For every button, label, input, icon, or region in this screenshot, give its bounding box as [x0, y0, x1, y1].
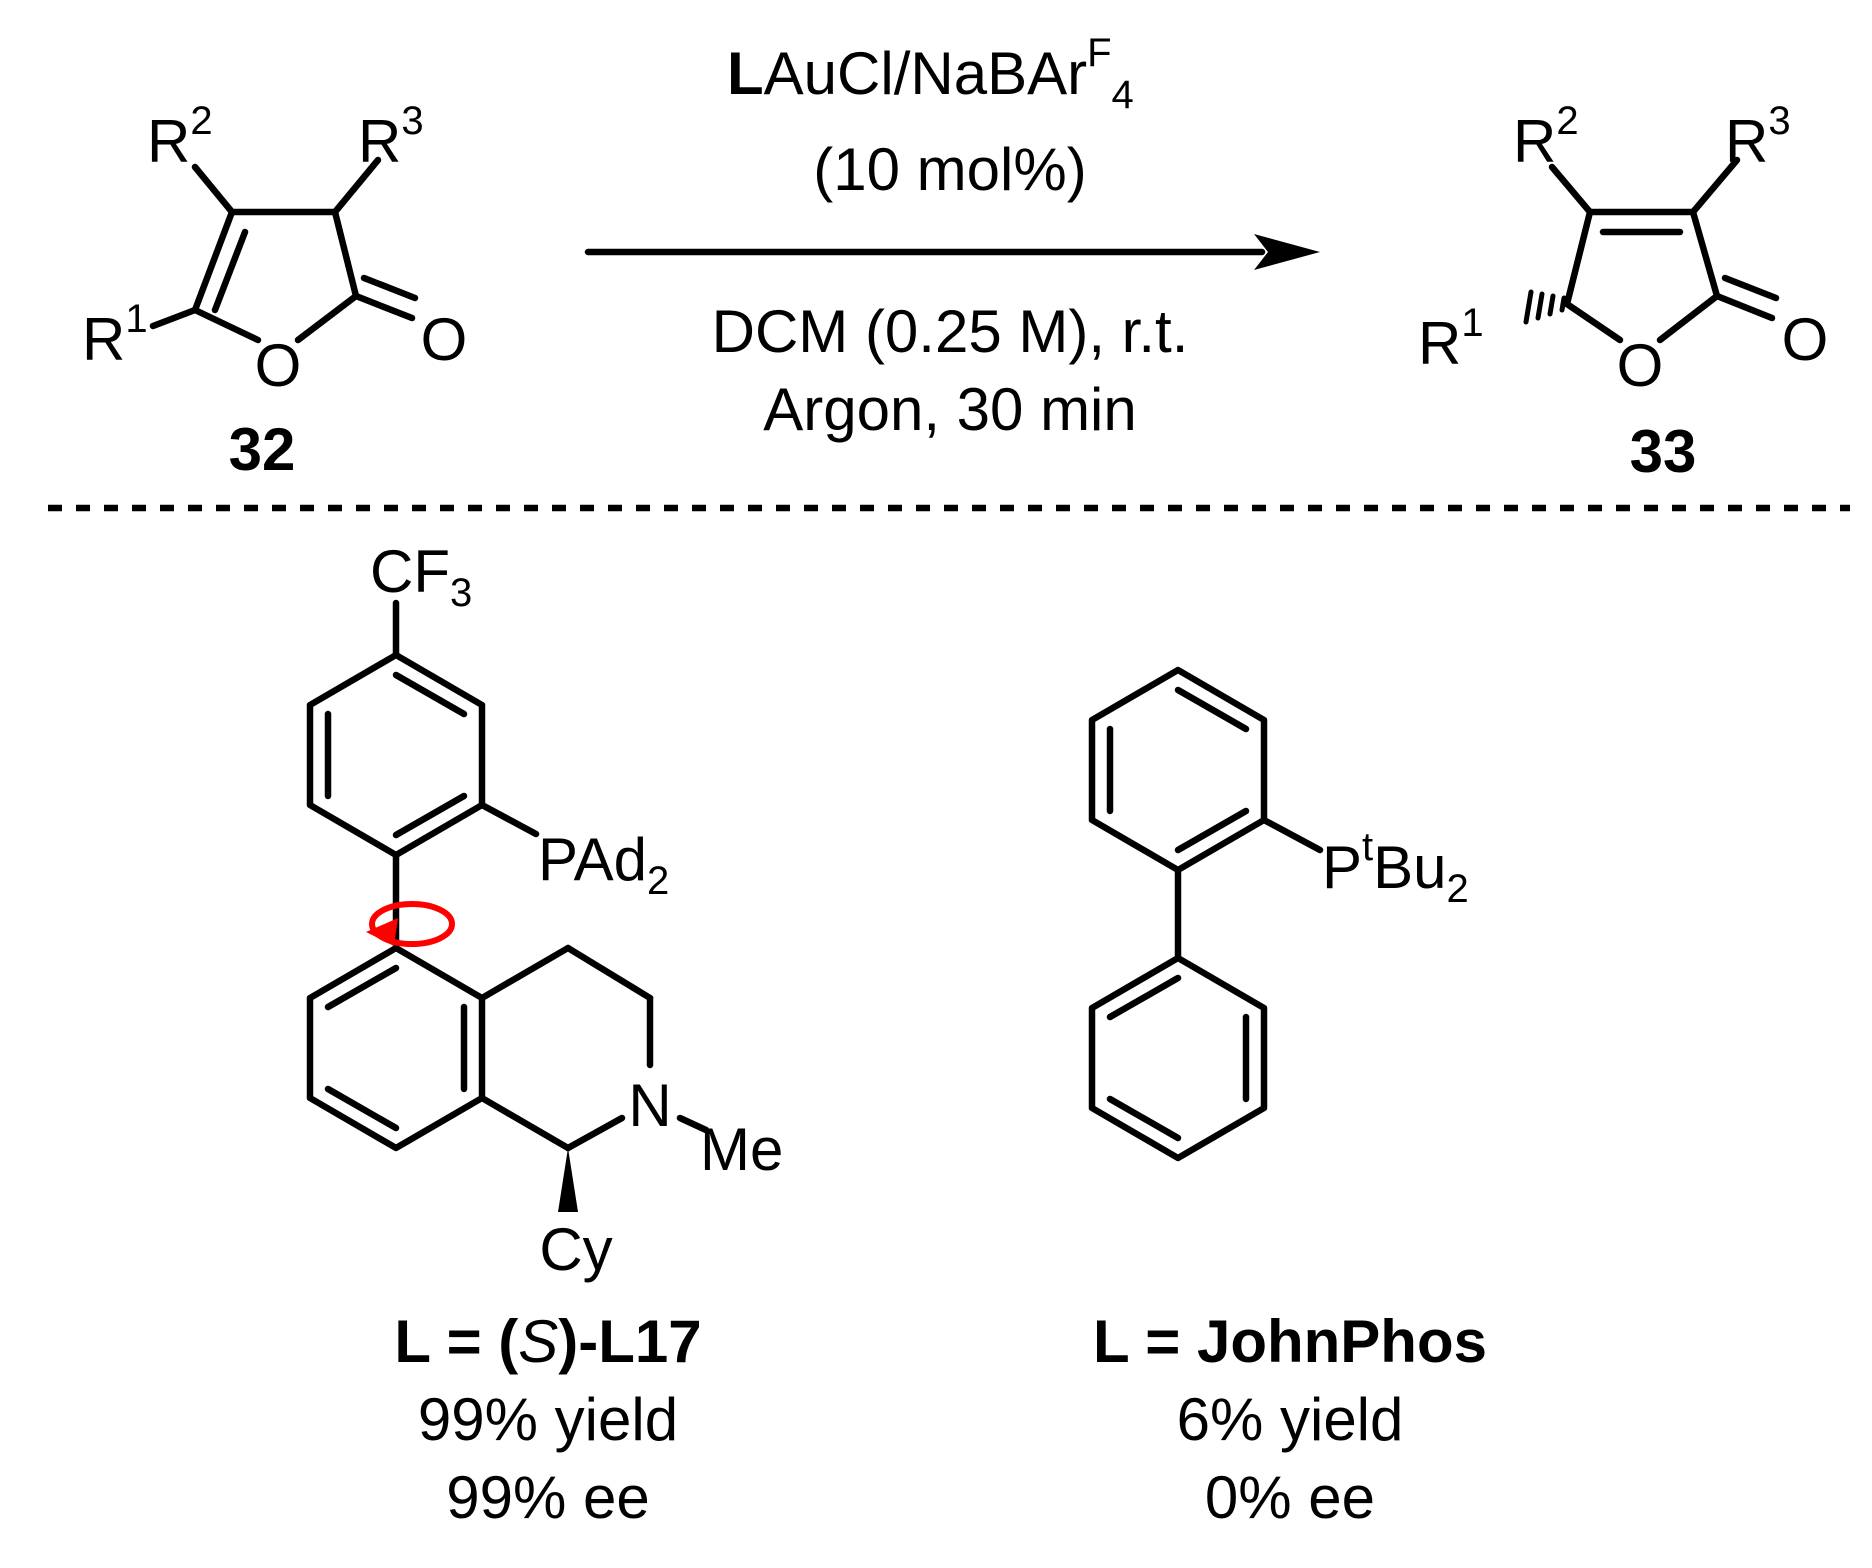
bond: [1689, 156, 1741, 216]
conditions-atmosphere: Argon, 30 min: [763, 376, 1137, 443]
r1-label: R1: [1418, 301, 1484, 377]
ligand-johnphos-yield: 6% yield: [1177, 1386, 1404, 1453]
aromatic-bond: [1106, 1095, 1182, 1142]
nitrogen-label: N: [628, 1072, 671, 1139]
r3-label: R3: [1725, 99, 1791, 175]
rotation-arrowhead: [366, 918, 398, 946]
hashed-wedge-bond: [1523, 289, 1567, 325]
aromatic-bond: [392, 792, 468, 839]
carbonyl-bond: [1721, 274, 1780, 302]
benzene-ring: [1088, 954, 1268, 1162]
benzene-ring: [1088, 666, 1268, 874]
r1-label: R1: [82, 297, 148, 373]
ligand-l17-name: L = (S)-L17: [394, 1308, 701, 1375]
bond: [331, 156, 382, 216]
bond: [1689, 208, 1721, 300]
ligand-l17-yield: 99% yield: [418, 1386, 678, 1453]
carbonyl-oxygen: O: [421, 306, 468, 373]
aromatic-bond: [1174, 686, 1250, 733]
bond: [1548, 163, 1594, 216]
bond: [191, 163, 236, 216]
carbonyl-bond: [360, 274, 419, 302]
bond: [1563, 208, 1594, 308]
ptbu2-label: PtBu2: [1322, 825, 1469, 911]
carbonyl-oxygen: O: [1782, 306, 1829, 373]
cyclohexyl-label: Cy: [539, 1216, 612, 1283]
methyl-label: Me: [700, 1116, 783, 1183]
arrow-head: [1254, 234, 1320, 270]
bond: [1563, 300, 1624, 344]
ligand-johnphos-name: L = JohnPhos: [1093, 1308, 1487, 1375]
bond: [478, 944, 572, 1002]
bond: [478, 1094, 572, 1152]
compound-32: R2 R3 R1 O O 32: [82, 99, 467, 483]
double-bond-inner: [211, 228, 249, 314]
bond-n-methyl: [676, 1114, 710, 1134]
ligand-johnphos-ee: 0% ee: [1205, 1464, 1375, 1531]
compound-number-33: 33: [1630, 418, 1697, 485]
wedge-bond: [558, 1148, 578, 1212]
bond: [294, 292, 360, 344]
bond: [564, 944, 654, 1002]
bond: [191, 208, 236, 314]
benzene-ring: [306, 651, 486, 859]
r3-label: R3: [358, 99, 424, 175]
carbonyl-bond: [352, 292, 416, 322]
aromatic-bond: [1106, 974, 1182, 1021]
benzene-ring: [306, 944, 486, 1152]
carbonyl-bond: [1713, 292, 1776, 322]
bond: [149, 306, 199, 330]
bond: [191, 306, 262, 344]
catalyst-loading: (10 mol%): [813, 136, 1086, 203]
bond-to-phosphorus: [478, 801, 540, 838]
cf3-label: CF3: [370, 538, 472, 615]
ring-oxygen: O: [255, 332, 302, 399]
r2-label: R2: [147, 99, 213, 175]
bond-to-nitrogen: [564, 1114, 626, 1152]
bond: [1656, 292, 1721, 344]
bond: [331, 208, 360, 300]
johnphos-structure: PtBu2: [1088, 666, 1469, 1162]
rotation-arrow: [369, 901, 455, 947]
aromatic-bond: [324, 964, 400, 1011]
r2-label: R2: [1513, 99, 1579, 175]
ring-oxygen: O: [1617, 332, 1664, 399]
bond-to-phosphorus: [1260, 816, 1324, 854]
aromatic-bond: [1174, 807, 1250, 854]
pad2-label: PAd2: [538, 826, 669, 903]
aromatic-bond: [324, 1085, 400, 1132]
conditions-solvent: DCM (0.25 M), r.t.: [712, 298, 1189, 365]
compound-33: R2 R3 R1 O O 33: [1418, 99, 1828, 485]
compound-number-32: 32: [229, 416, 296, 483]
ligand-l17-structure: CF3 PAd2 N Me Cy: [306, 538, 783, 1283]
catalyst-label: LAuCl/NaBArF4: [727, 31, 1134, 117]
ligand-l17-ee: 99% ee: [446, 1464, 650, 1531]
reaction-arrow: [584, 234, 1320, 270]
aromatic-bond: [392, 671, 468, 718]
